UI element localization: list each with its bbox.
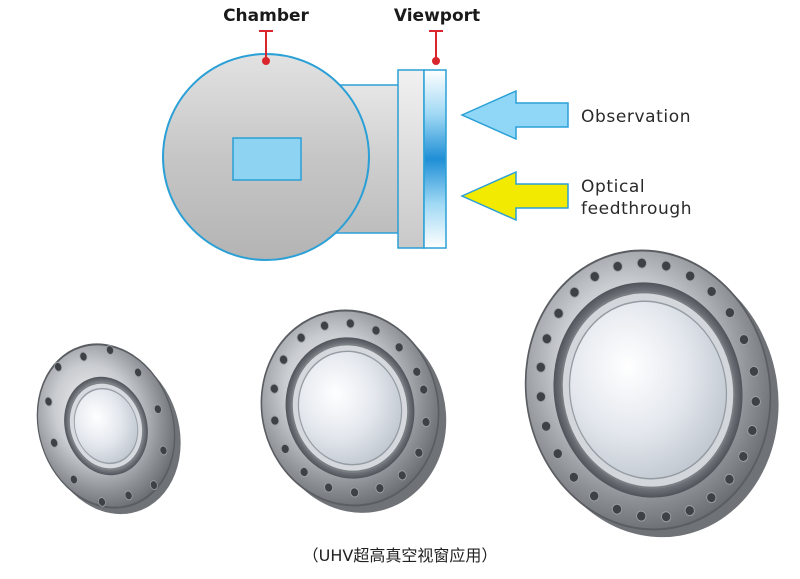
viewport-marker-dot — [432, 57, 440, 65]
optical-label: Optical — [581, 177, 645, 197]
observation-label: Observation — [581, 107, 691, 127]
viewport-flange-medium — [260, 309, 447, 513]
viewport-flange-large — [524, 249, 779, 538]
flange-large-bolt-holes — [535, 257, 761, 523]
flange-large-glass — [568, 300, 728, 480]
schematic-diagram: Chamber Viewport Observation Optical fee… — [162, 6, 692, 261]
viewport-flange-small — [36, 343, 181, 515]
observation-arrow — [460, 89, 569, 141]
figure-caption: （UHV超高真空视窗应用） — [302, 546, 498, 565]
chamber-marker-dot — [262, 57, 270, 65]
flange-medium-glass — [297, 350, 403, 466]
flange-small-bolt-holes — [44, 345, 168, 507]
chamber-inner-window — [232, 137, 302, 181]
feedthrough-label: feedthrough — [581, 199, 692, 219]
viewport-glass — [423, 69, 447, 249]
viewport-label: Viewport — [394, 6, 480, 26]
viewport-flange — [397, 69, 425, 249]
feedthrough-arrow — [460, 170, 569, 222]
chamber-label: Chamber — [223, 6, 309, 26]
flange-medium-bolt-holes — [269, 318, 431, 498]
